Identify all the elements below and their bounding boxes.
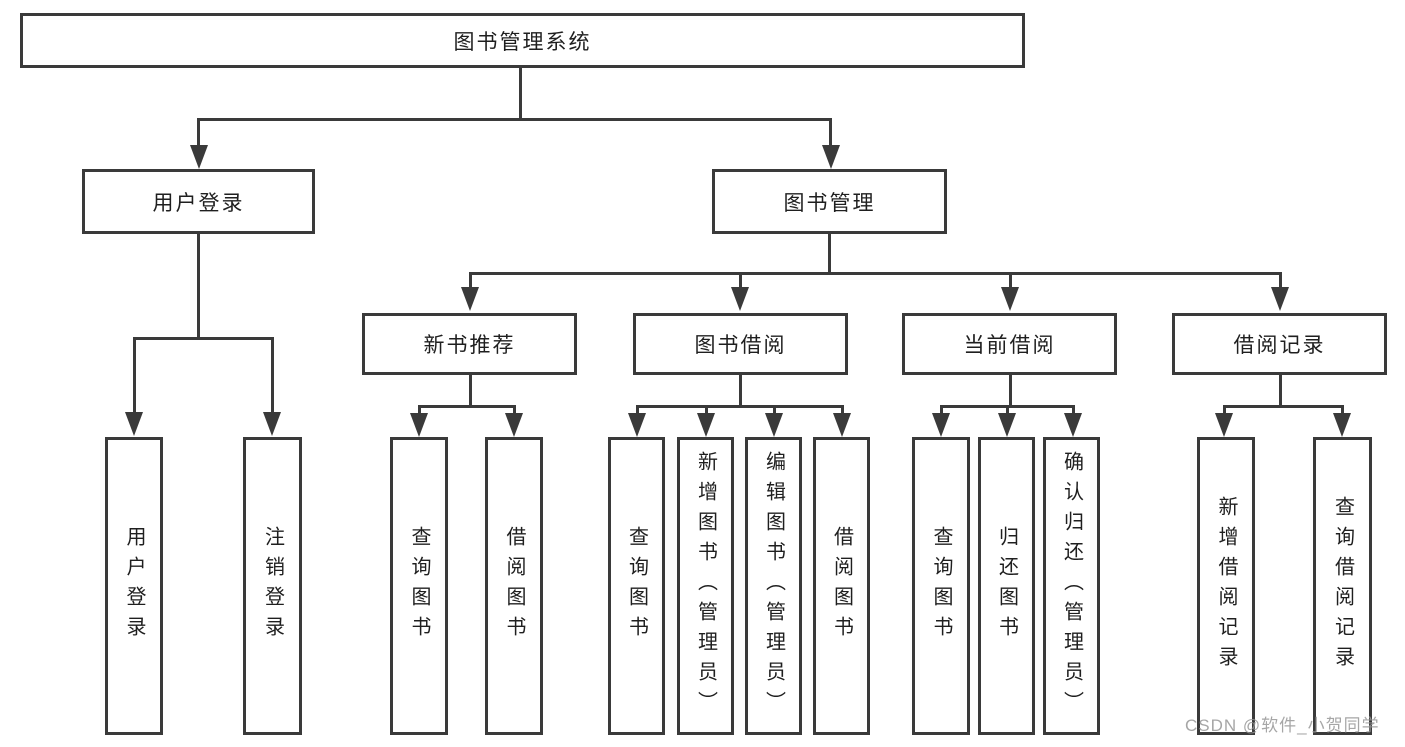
node-leaf-edit-book-admin: 编辑图书（管理员） [745,437,802,735]
connector [636,405,843,408]
arrowhead-icon [1271,287,1289,311]
connector [1223,405,1343,408]
arrowhead-icon [628,413,646,437]
node-leaf-query-books-1: 查询图书 [390,437,448,735]
connector [1006,405,1009,415]
node-current-borrowing: 当前借阅 [902,313,1117,375]
node-leaf-query-books-1-label: 查询图书 [408,526,430,646]
node-borrowing-records: 借阅记录 [1172,313,1387,375]
connector [519,68,522,118]
arrowhead-icon [461,287,479,311]
arrowhead-icon [1333,413,1351,437]
node-leaf-add-borrow-record-label: 新增借阅记录 [1215,496,1237,676]
arrowhead-icon [765,413,783,437]
connector [1072,405,1075,415]
connector [133,337,273,340]
arrowhead-icon [998,413,1016,437]
arrowhead-icon [505,413,523,437]
node-book-borrowing-label: 图书借阅 [694,334,787,357]
node-book-management: 图书管理 [712,169,947,234]
connector [197,118,200,146]
connector [197,233,200,337]
connector [829,118,832,146]
node-new-book-recommend-label: 新书推荐 [423,334,516,357]
connector [1341,405,1344,415]
arrowhead-icon [190,145,208,169]
connector [469,375,472,405]
node-leaf-query-books-2: 查询图书 [608,437,665,735]
node-leaf-logout: 注销登录 [243,437,302,735]
node-book-borrowing: 图书借阅 [633,313,848,375]
arrowhead-icon [833,413,851,437]
connector [739,272,742,288]
connector [739,375,742,405]
arrowhead-icon [731,287,749,311]
connector [1223,405,1226,415]
connector [469,272,1281,275]
node-root: 图书管理系统 [20,13,1025,68]
node-book-management-label: 图书管理 [783,191,876,215]
node-leaf-borrow-books-1: 借阅图书 [485,437,543,735]
connector [513,405,516,415]
node-leaf-user-login-label: 用户登录 [123,526,145,646]
arrowhead-icon [1215,413,1233,437]
arrowhead-icon [1064,413,1082,437]
node-leaf-return-books: 归还图书 [978,437,1035,735]
node-leaf-add-book-admin-label: 新增图书（管理员） [694,451,717,721]
arrowhead-icon [1001,287,1019,311]
connector [418,405,515,408]
connector [271,337,274,413]
node-leaf-query-books-3-label: 查询图书 [930,526,952,646]
node-leaf-edit-book-admin-label: 编辑图书（管理员） [762,451,785,721]
node-root-label: 图书管理系统 [453,30,592,54]
connector [773,405,776,415]
arrowhead-icon [822,145,840,169]
node-current-borrowing-label: 当前借阅 [963,334,1056,357]
node-borrowing-records-label: 借阅记录 [1233,334,1326,357]
node-leaf-user-login: 用户登录 [105,437,163,735]
csdn-watermark: CSDN @软件_小贺同学 [1185,716,1380,735]
connector [469,272,472,288]
node-leaf-borrow-books-1-label: 借阅图书 [503,526,525,646]
connector [1279,375,1282,405]
connector [133,337,136,413]
node-leaf-add-borrow-record: 新增借阅记录 [1197,437,1255,735]
connector [636,405,639,415]
arrowhead-icon [932,413,950,437]
node-leaf-confirm-return-admin: 确认归还（管理员） [1043,437,1100,735]
node-leaf-borrow-books-2: 借阅图书 [813,437,870,735]
node-leaf-query-books-2-label: 查询图书 [625,526,648,646]
node-leaf-return-books-label: 归还图书 [995,526,1018,646]
connector [1009,272,1012,288]
connector [841,405,844,415]
arrowhead-icon [125,412,143,436]
arrowhead-icon [697,413,715,437]
node-leaf-confirm-return-admin-label: 确认归还（管理员） [1060,451,1083,721]
connector [197,118,831,121]
connector [940,405,943,415]
node-leaf-query-books-3: 查询图书 [912,437,970,735]
node-user-login: 用户登录 [82,169,315,234]
arrowhead-icon [410,413,428,437]
arrowhead-icon [263,412,281,436]
node-user-login-label: 用户登录 [152,191,245,215]
node-leaf-borrow-books-2-label: 借阅图书 [830,526,853,646]
connector [1279,272,1282,288]
connector [705,405,708,415]
connector [1009,375,1012,405]
node-leaf-query-borrow-record-label: 查询借阅记录 [1331,496,1354,676]
connector [828,234,831,272]
connector [418,405,421,415]
node-leaf-query-borrow-record: 查询借阅记录 [1313,437,1372,735]
node-leaf-add-book-admin: 新增图书（管理员） [677,437,734,735]
node-leaf-logout-label: 注销登录 [261,526,284,646]
node-new-book-recommend: 新书推荐 [362,313,577,375]
